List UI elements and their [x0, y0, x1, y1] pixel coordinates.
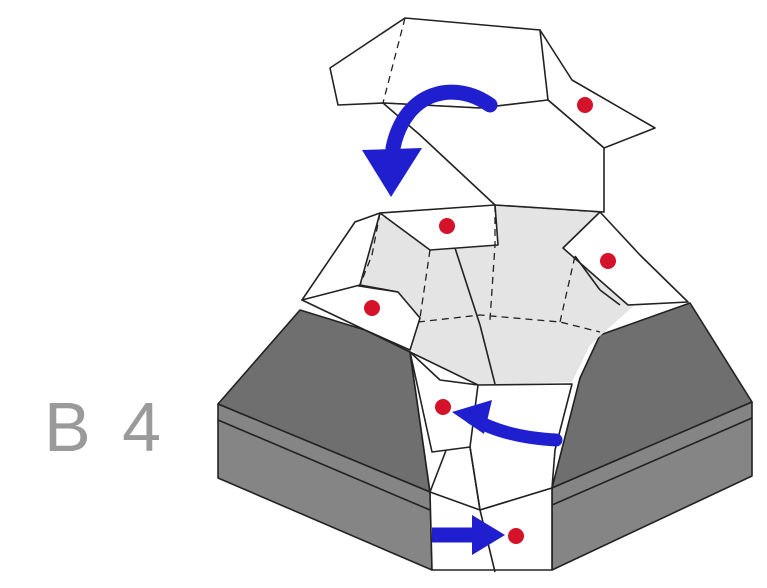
curved-arrow-head — [362, 148, 422, 197]
dot-icon — [435, 399, 451, 415]
step-label: B 4 — [44, 392, 167, 462]
dot-icon — [439, 218, 455, 234]
dot-icon — [600, 253, 616, 269]
dot-icon — [364, 300, 380, 316]
dot-icon — [577, 97, 593, 113]
dot-icon — [508, 528, 524, 544]
